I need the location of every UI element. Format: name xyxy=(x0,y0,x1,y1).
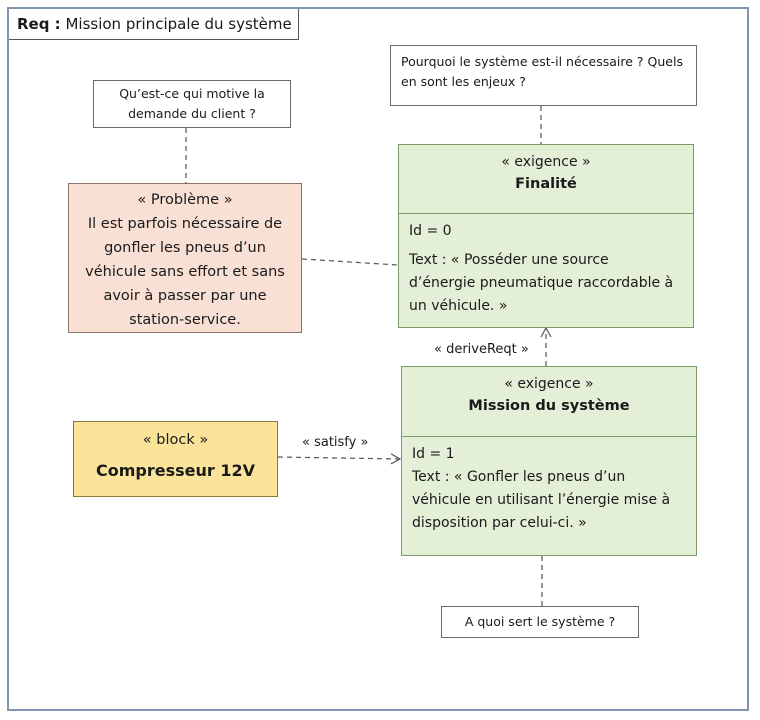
note-stakes-line-1: Pourquoi le système est-il nécessaire ? … xyxy=(401,54,683,69)
requirement-finalite-text-2: d’énergie pneumatique raccordable à xyxy=(409,275,674,291)
problem-line-3: véhicule sans effort et sans xyxy=(85,264,285,280)
diagram-frame xyxy=(7,7,749,711)
requirement-mission-text-2: véhicule en utilisant l’énergie mise à xyxy=(412,492,671,508)
note-stakes-line-2: en sont les enjeux ? xyxy=(401,74,526,89)
frame-keyword: Req : xyxy=(17,15,61,33)
problem-line-1: Il est parfois nécessaire de xyxy=(87,216,283,232)
requirement-finalite: « exigence » Finalité Id = 0 Text : « Po… xyxy=(398,144,694,328)
requirement-mission-body: Id = 1 Text : « Gonfler les pneus d’un v… xyxy=(402,437,696,535)
note-client-motivation: Qu’est-ce qui motive la demande du clien… xyxy=(93,80,291,128)
block-stereotype: « block » xyxy=(142,432,209,448)
derive-reqt-label: « deriveReqt » xyxy=(434,342,529,357)
requirement-mission-header: « exigence » Mission du système xyxy=(402,367,696,437)
diagram-frame-title: Req : Mission principale du système xyxy=(9,9,299,40)
problem-stereotype: « Problème » xyxy=(137,192,233,208)
problem-line-5: station-service. xyxy=(129,312,241,328)
satisfy-arrow xyxy=(277,453,402,465)
problem-line-2: gonfler les pneus d’un xyxy=(104,240,266,256)
note-client-line-1: Qu’est-ce qui motive la xyxy=(119,86,265,101)
requirement-finalite-text-3: un véhicule. » xyxy=(409,298,508,314)
requirement-finalite-name: Finalité xyxy=(515,176,577,192)
requirement-finalite-stereotype: « exigence » xyxy=(501,154,591,170)
note-client-line-2: demande du client ? xyxy=(128,106,256,121)
link-problem-to-finalite xyxy=(301,258,399,266)
requirement-mission-stereotype: « exigence » xyxy=(504,376,594,392)
problem-line-4: avoir à passer par une xyxy=(103,288,267,304)
requirement-finalite-id: Id = 0 xyxy=(409,223,452,239)
block-name: Compresseur 12V xyxy=(96,461,255,480)
requirement-finalite-body: Id = 0 Text : « Posséder une source d’én… xyxy=(399,214,693,318)
requirement-finalite-header: « exigence » Finalité xyxy=(399,145,693,214)
problem-box: « Problème » Il est parfois nécessaire d… xyxy=(68,183,302,333)
requirement-mission-name: Mission du système xyxy=(468,398,630,414)
note-system-stakes: Pourquoi le système est-il nécessaire ? … xyxy=(390,45,697,106)
requirement-mission-text-3: disposition par celui-ci. » xyxy=(412,515,587,531)
requirement-mission: « exigence » Mission du système Id = 1 T… xyxy=(401,366,697,556)
note-system-usage: A quoi sert le système ? xyxy=(441,606,639,638)
block-compresseur: « block » Compresseur 12V xyxy=(73,421,278,497)
satisfy-label: « satisfy » xyxy=(302,435,369,450)
frame-title-text: Mission principale du système xyxy=(65,15,292,33)
requirement-mission-text-1: Text : « Gonfler les pneus d’un xyxy=(412,469,626,485)
requirement-finalite-text-1: Text : « Posséder une source xyxy=(409,252,609,268)
requirement-mission-id: Id = 1 xyxy=(412,446,455,462)
note-usage-text: A quoi sert le système ? xyxy=(464,614,616,629)
